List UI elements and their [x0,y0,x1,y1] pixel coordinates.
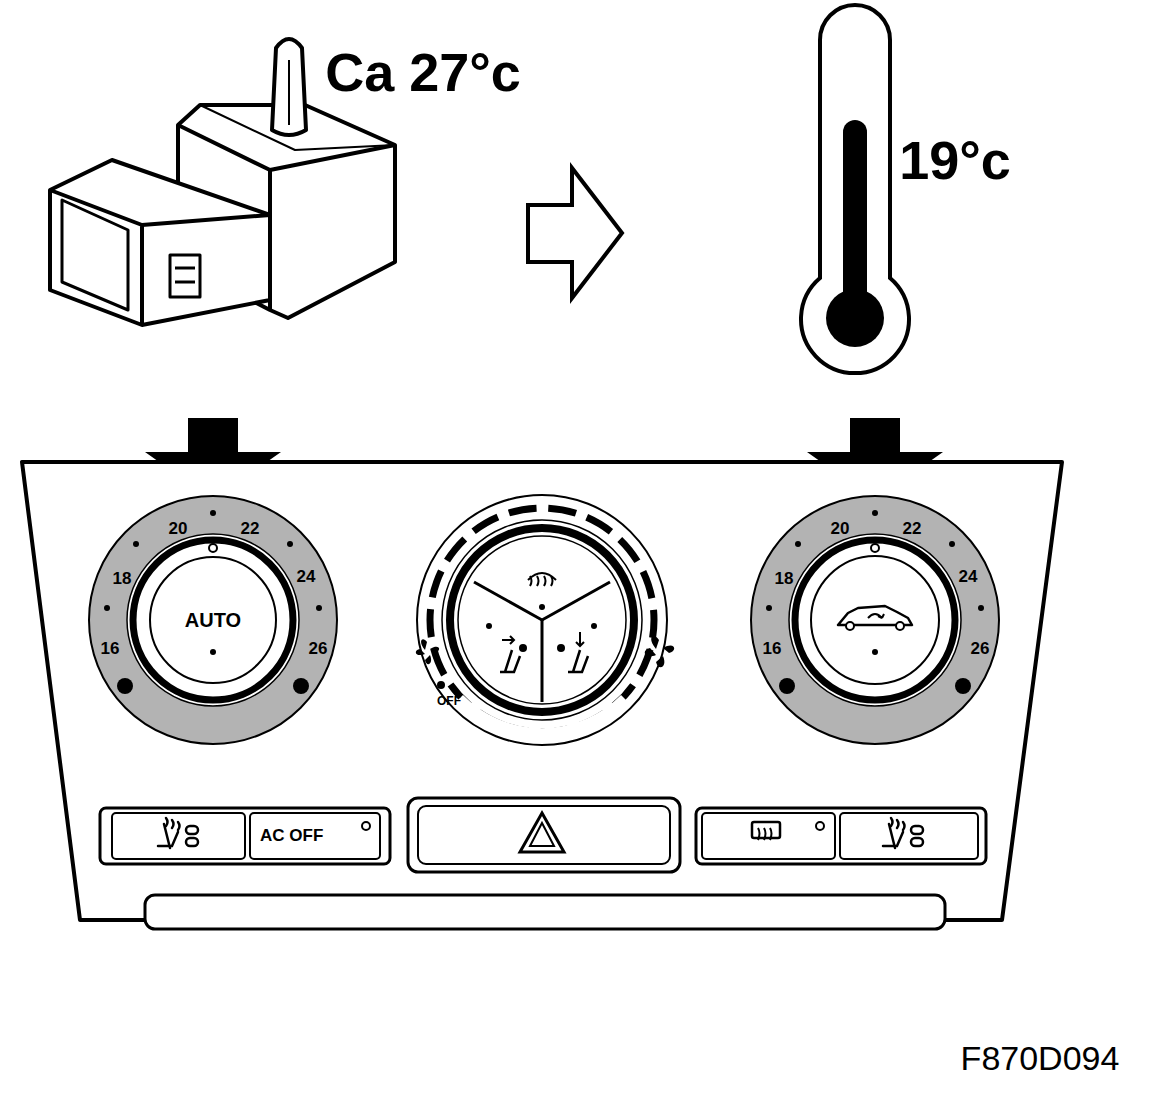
temperature-value: Ca 27°c [325,45,521,99]
temperature-value: 19°c [899,133,1011,187]
dial-number: 20 [169,520,188,537]
dial-number: 20 [831,520,850,537]
auto-knob: AUTO [149,556,277,684]
button-label: AUTO [185,609,241,632]
dial-number: 24 [297,568,316,585]
dial-number: 18 [113,570,132,587]
button-label: AC OFF [260,826,323,846]
dial-number: 22 [903,520,922,537]
dial-number: 18 [775,570,794,587]
fan-off-label: OFF [437,695,461,707]
ac-off-button: AC OFF [250,813,380,859]
dial-number: 24 [959,568,978,585]
figure-code: F870D094 [961,1041,1120,1075]
dial-number: 26 [971,640,990,657]
dial-number: 16 [101,640,120,657]
dial-number: 16 [763,640,782,657]
dial-number: 26 [309,640,328,657]
dial-number: 22 [241,520,260,537]
